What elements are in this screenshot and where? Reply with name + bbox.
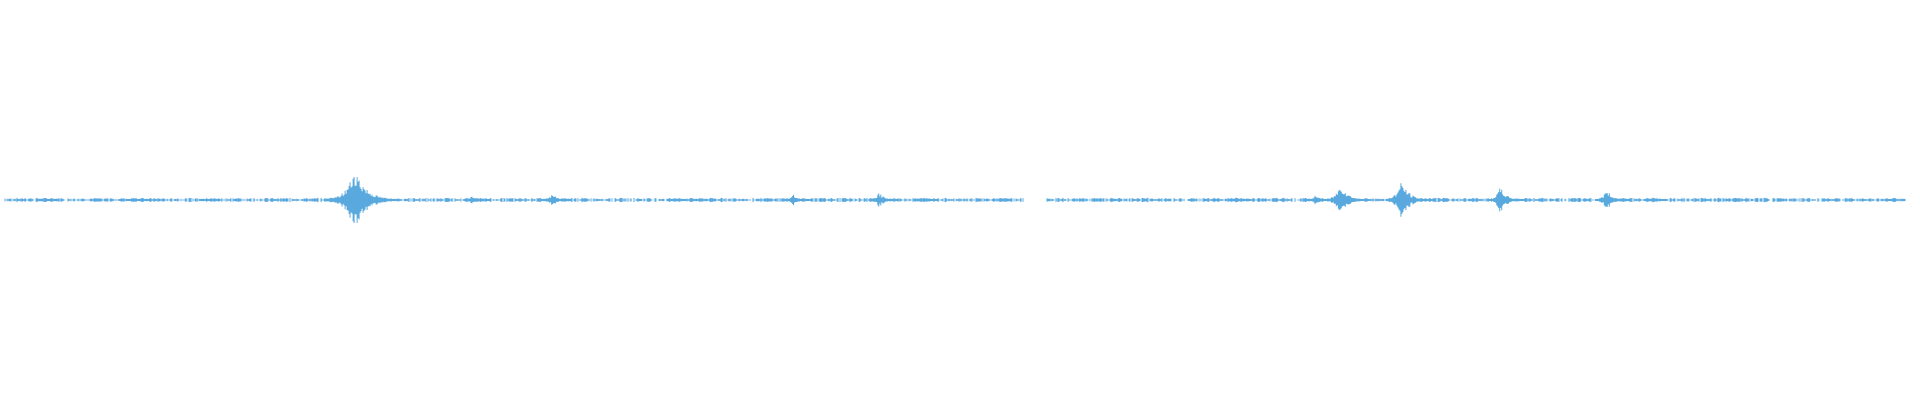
waveform-event-17 <box>1487 188 1526 212</box>
waveform-event-6 <box>364 197 391 203</box>
waveform-event-19 <box>1644 197 1668 203</box>
waveform-event-15 <box>1325 190 1370 210</box>
waveform-event-3 <box>199 198 220 202</box>
waveform-event-13 <box>1228 197 1252 203</box>
waveform-event-1 <box>37 198 60 202</box>
waveform-event-7 <box>463 196 490 204</box>
waveform-event-18 <box>1594 193 1630 207</box>
waveform-event-16 <box>1385 183 1433 217</box>
waveform-event-11 <box>868 193 900 207</box>
waveform-event-12 <box>916 197 939 203</box>
waveform-event-9 <box>666 198 688 202</box>
waveform-event-10 <box>784 194 812 206</box>
waveform-event-2 <box>126 197 150 203</box>
waveform-event-8 <box>542 195 572 205</box>
waveform-trace <box>4 177 1906 223</box>
